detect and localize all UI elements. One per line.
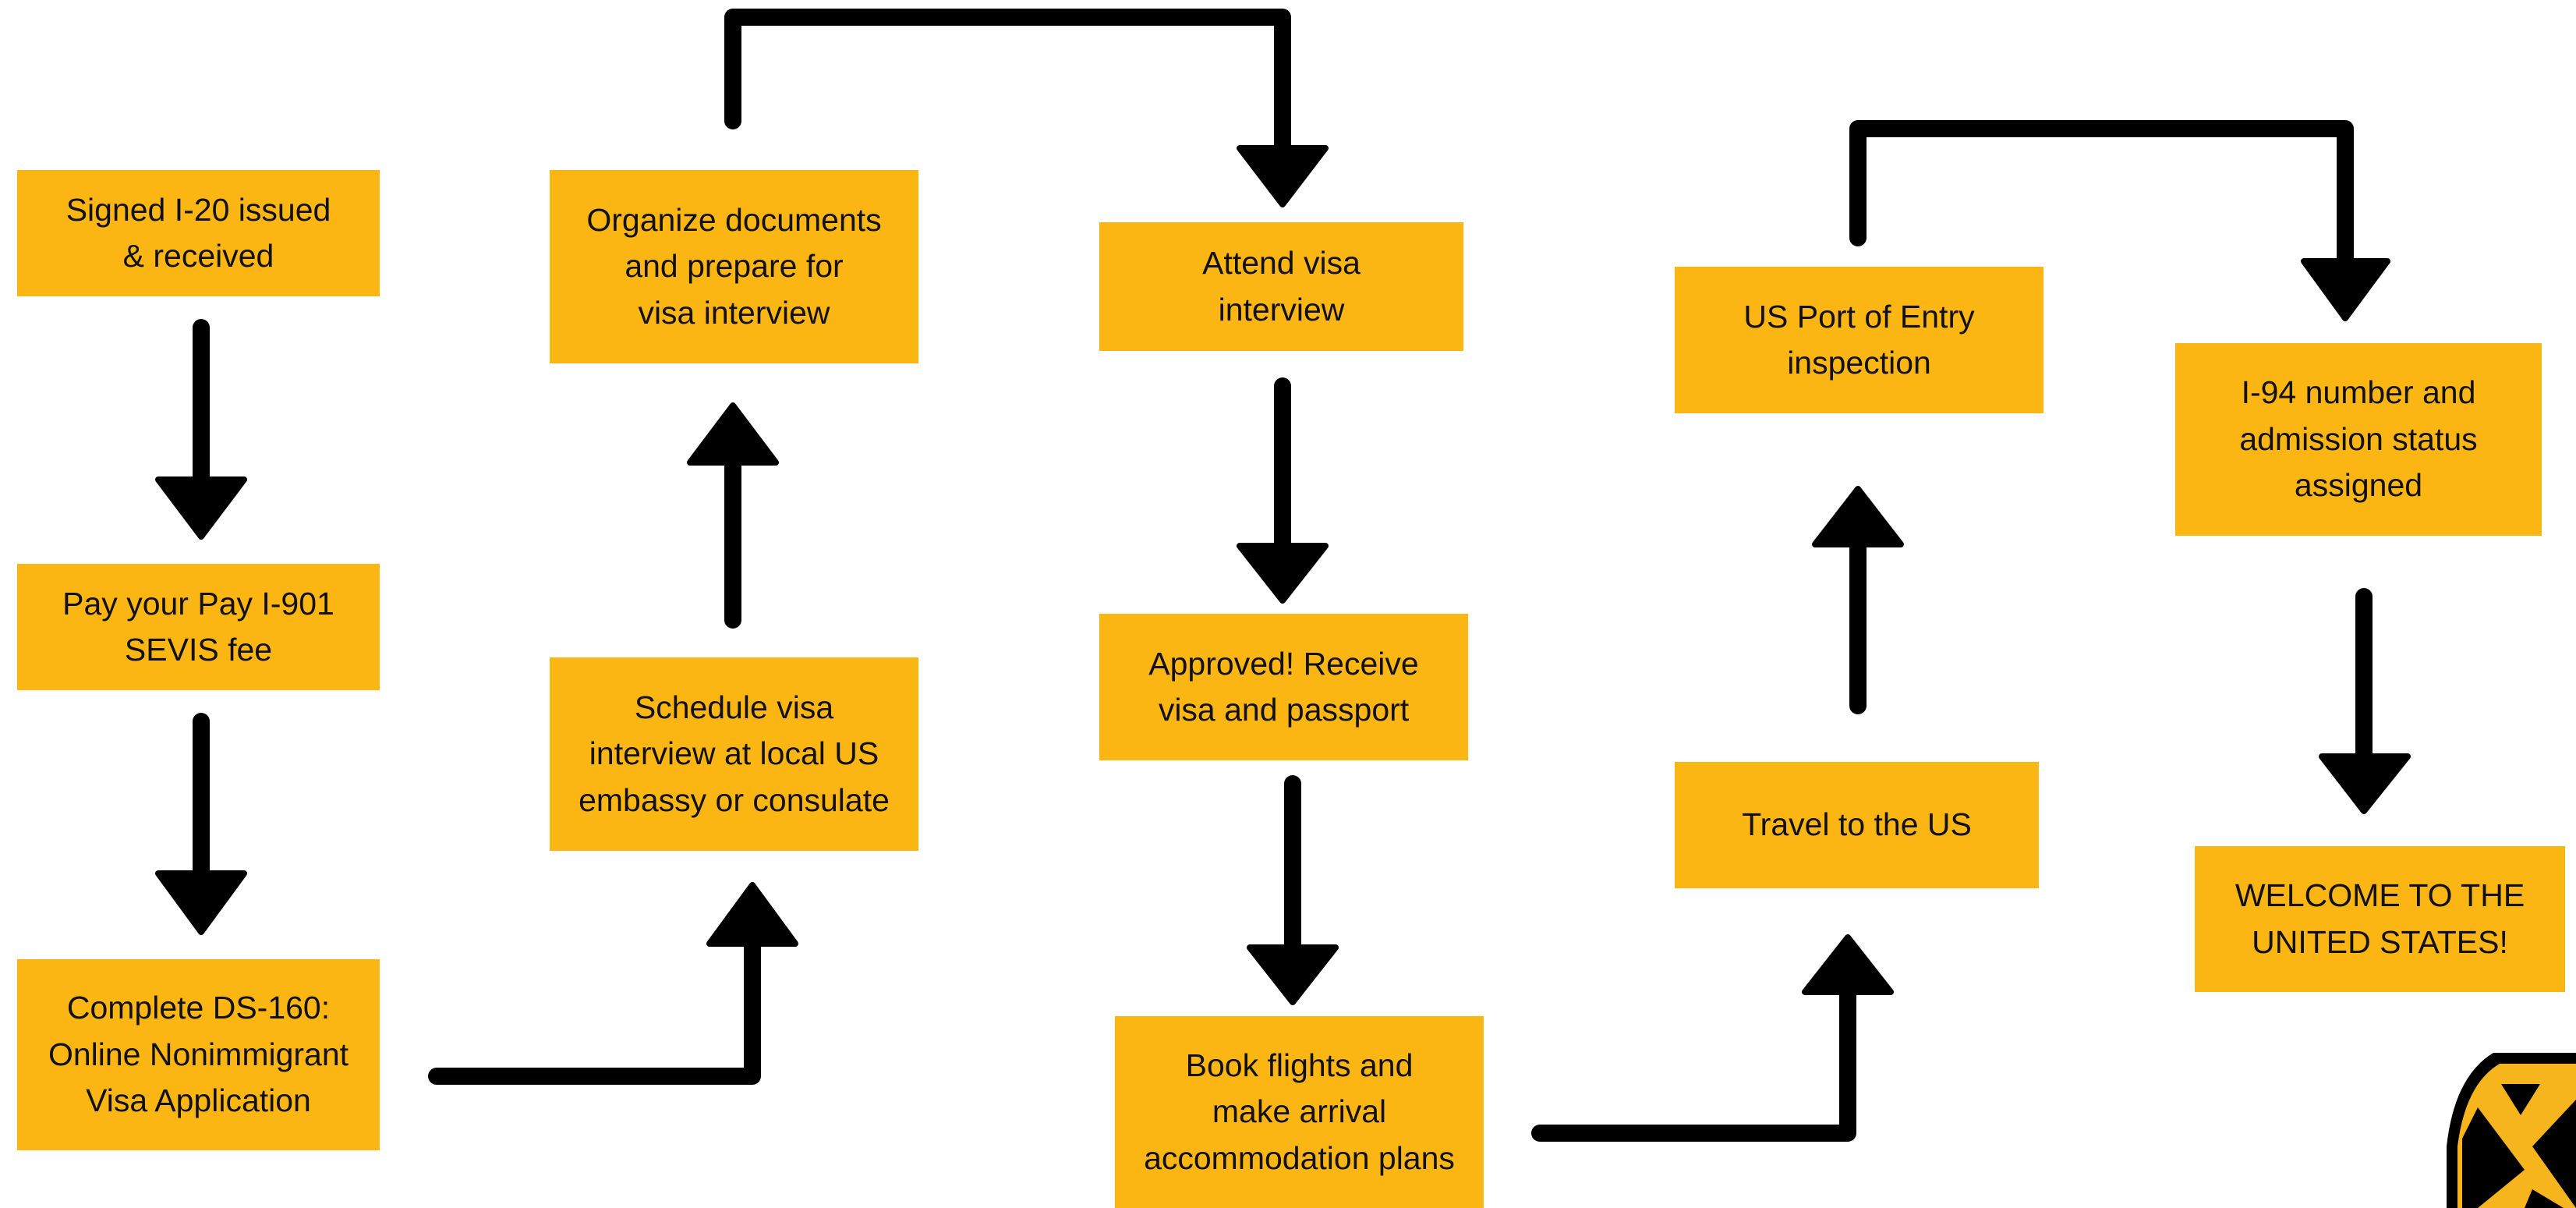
arrowhead-book-to-travel xyxy=(1802,934,1894,995)
step-attend-interview: Attend visa interview xyxy=(1099,222,1463,351)
arrowhead-i94-to-welcome xyxy=(2319,753,2411,814)
arrow-ds160-to-schedule xyxy=(428,939,761,1085)
arrowhead-port-to-i94 xyxy=(2301,258,2390,321)
arrowhead-schedule-to-organize xyxy=(687,402,779,466)
arrowhead-approved-to-book xyxy=(1247,944,1339,1005)
arrowhead-ds160-to-schedule xyxy=(706,882,798,947)
step-i20-received: Signed I-20 issued & received xyxy=(17,170,380,296)
step-book-flights: Book flights and make arrival accommodat… xyxy=(1115,1016,1484,1208)
arrowhead-travel-to-port xyxy=(1812,486,1904,547)
arrow-port-to-i94 xyxy=(1849,120,2354,270)
step-pay-sevis-fee: Pay your Pay I-901 SEVIS fee xyxy=(17,564,380,690)
step-port-of-entry: US Port of Entry inspection xyxy=(1675,267,2043,413)
arrowhead-i20-to-sevis xyxy=(155,476,247,540)
step-organize-documents: Organize documents and prepare for visa … xyxy=(550,170,918,363)
step-travel-to-us: Travel to the US xyxy=(1675,762,2039,888)
step-visa-approved: Approved! Receive visa and passport xyxy=(1099,614,1468,760)
step-i94-assigned: I-94 number and admission status assigne… xyxy=(2175,343,2542,536)
step-complete-ds160: Complete DS-160: Online Nonimmigrant Vis… xyxy=(17,959,380,1150)
arrowhead-attend-to-approved xyxy=(1237,543,1329,604)
arrow-organize-to-attend xyxy=(724,9,1291,161)
arrowhead-sevis-to-ds160 xyxy=(155,870,247,935)
step-schedule-interview: Schedule visa interview at local US emba… xyxy=(550,657,918,851)
maryland-flag-logo-icon xyxy=(2447,1053,2576,1208)
arrowhead-organize-to-attend xyxy=(1237,145,1329,207)
arrow-book-to-travel xyxy=(1531,986,1856,1142)
step-welcome: WELCOME TO THE UNITED STATES! xyxy=(2195,846,2565,992)
